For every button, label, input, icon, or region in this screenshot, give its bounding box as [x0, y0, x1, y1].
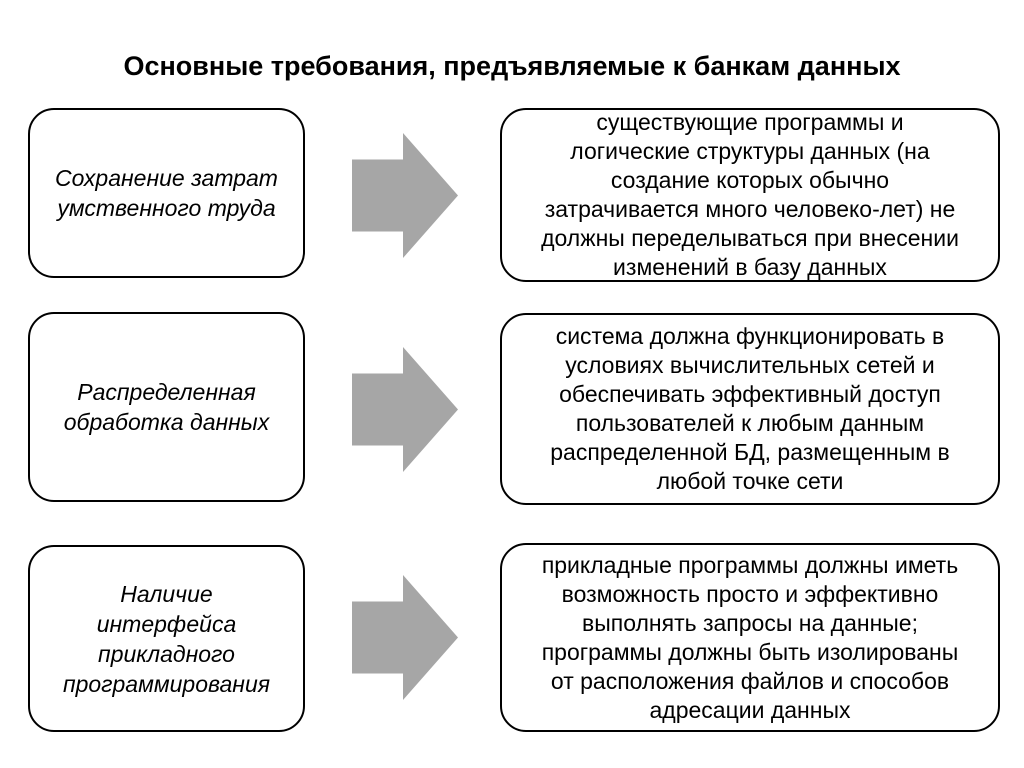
right-arrow-shape [352, 575, 458, 700]
right-arrow-icon [352, 575, 458, 700]
requirement-box-1: Сохранение затрат умственного труда [28, 108, 305, 278]
description-text-1: существующие программы и логические стру… [541, 109, 959, 280]
requirement-text-1: Сохранение затрат умственного труда [55, 165, 278, 221]
requirement-text-3: Наличие интерфейса прикладного программи… [62, 580, 271, 697]
description-box-1: существующие программы и логические стру… [500, 108, 1000, 282]
description-text-3: прикладные программы должны иметь возмож… [541, 551, 959, 723]
right-arrow-icon [352, 347, 458, 472]
requirement-box-2: Распределенная обработка данных [28, 312, 305, 502]
right-arrow-shape [352, 347, 458, 472]
right-arrow-shape [352, 133, 458, 258]
right-arrow-icon [352, 133, 458, 258]
requirement-text-2: Распределенная обработка данных [63, 379, 270, 435]
slide-title: Основные требования, предъявляемые к бан… [123, 51, 901, 81]
requirement-box-3: Наличие интерфейса прикладного программи… [28, 545, 305, 732]
description-box-2: система должна функционировать в условия… [500, 313, 1000, 505]
description-box-3: прикладные программы должны иметь возмож… [500, 543, 1000, 732]
description-text-2: система должна функционировать в условия… [550, 323, 950, 494]
